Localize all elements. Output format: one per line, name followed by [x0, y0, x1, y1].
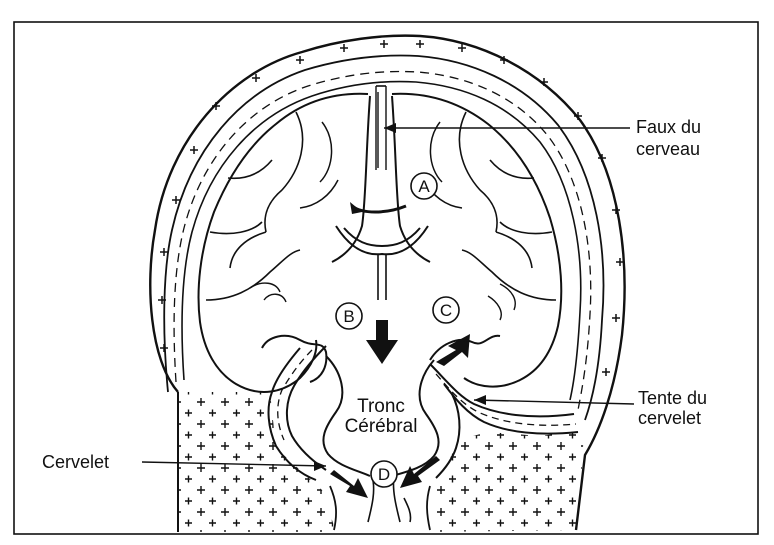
marker-c: C	[433, 297, 459, 323]
label-tronc-line2: Cérébral	[345, 416, 418, 437]
label-cervelet: Cervelet	[42, 452, 109, 472]
label-faux-line1: Faux du	[636, 117, 701, 137]
label-tente-line2: cervelet	[638, 408, 701, 428]
marker-c-label: C	[440, 301, 452, 320]
label-faux-line2: cerveau	[636, 139, 700, 159]
arrow-d-left	[330, 470, 368, 498]
skull-inner-outline	[164, 56, 603, 420]
marker-d: D	[371, 461, 397, 487]
arrow-c	[436, 334, 470, 366]
label-tronc-line1: Tronc	[357, 396, 405, 417]
leader-tente	[474, 400, 634, 404]
tentorium-right	[430, 364, 574, 416]
skull-bone-marks	[158, 40, 624, 376]
left-hemisphere	[199, 94, 368, 392]
tentorium-left	[287, 346, 326, 470]
cerebellum-left-region	[178, 392, 336, 532]
cerebellum-right-region	[432, 430, 584, 532]
marker-b-label: B	[343, 307, 354, 326]
marker-d-label: D	[378, 465, 390, 484]
arrow-b	[366, 320, 398, 364]
label-tente-line1: Tente du	[638, 388, 707, 408]
marker-a-label: A	[418, 177, 430, 196]
marker-b: B	[336, 303, 362, 329]
marker-a: A	[411, 173, 437, 199]
